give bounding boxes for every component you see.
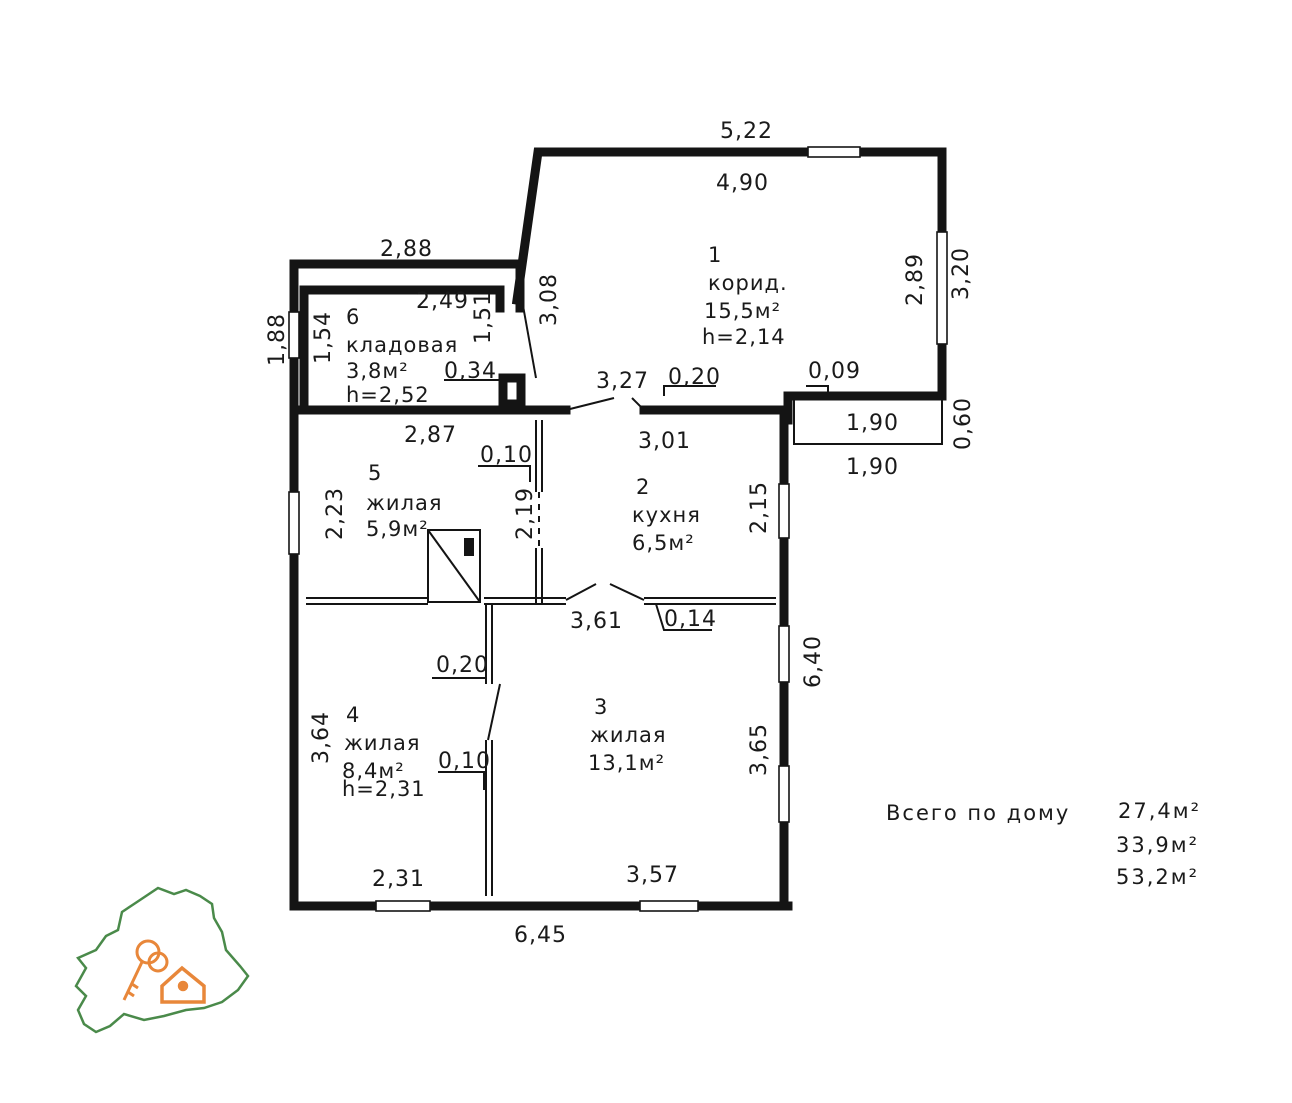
storage-stub xyxy=(498,373,526,409)
room-4-label: 4 жилая 8,4м² h=2,31 xyxy=(342,703,426,801)
door-kitchen-room3-a xyxy=(565,583,597,601)
totals-value-3: 53,2м² xyxy=(1116,865,1199,889)
dim-4-90: 4,90 xyxy=(716,171,769,196)
dim-2-89: 2,89 xyxy=(903,253,928,306)
window-corridor-right xyxy=(936,231,948,345)
room-5-name: жилая xyxy=(366,491,443,515)
window-room3-right-a xyxy=(778,625,790,683)
room-4-name: жилая xyxy=(344,731,421,755)
dim-0-10a: 0,10 xyxy=(480,443,533,468)
porch-outline xyxy=(793,400,943,445)
corridor-outer-wall xyxy=(511,147,947,401)
room-6-height: h=2,52 xyxy=(346,383,430,407)
dim-3-65: 3,65 xyxy=(747,723,772,776)
dim-0-20a: 0,20 xyxy=(668,365,721,390)
room-2-label: 2 кухня 6,5м² xyxy=(632,475,701,555)
stove-diagonal xyxy=(427,529,481,603)
dim-0-14: 0,14 xyxy=(664,607,717,632)
totals-block: Всего по дому 27,4м² 33,9м² 53,2м² xyxy=(886,799,1201,889)
window-room3-right-b xyxy=(778,765,790,823)
room-2-number: 2 xyxy=(636,475,650,499)
totals-value-1: 27,4м² xyxy=(1118,799,1201,823)
room-1-number: 1 xyxy=(708,243,722,267)
room-3-area: 13,1м² xyxy=(588,751,665,775)
dim-2-31: 2,31 xyxy=(372,867,425,892)
dim-1-90a: 1,90 xyxy=(846,411,899,436)
dim-3-27: 3,27 xyxy=(596,369,649,394)
dim-1-54: 1,54 xyxy=(311,311,336,364)
window-kitchen-right xyxy=(778,483,790,539)
room-2-area: 6,5м² xyxy=(632,531,695,555)
room-3-name: жилая xyxy=(590,723,667,747)
room-3-label: 3 жилая 13,1м² xyxy=(588,695,667,775)
belarus-keys-house-logo xyxy=(74,886,250,1034)
dim-3-08: 3,08 xyxy=(537,273,562,326)
leader-0-14 xyxy=(655,603,712,631)
dim-2-49: 2,49 xyxy=(416,289,469,314)
leader-0-10a xyxy=(478,465,531,482)
room-4-area: 8,4м² xyxy=(342,759,405,783)
room-4-number: 4 xyxy=(346,703,360,727)
dim-0-20b: 0,20 xyxy=(436,653,489,678)
dim-3-64: 3,64 xyxy=(309,711,334,764)
window-room5-left xyxy=(288,491,300,555)
windows xyxy=(288,146,948,912)
dim-1-88: 1,88 xyxy=(265,313,290,366)
dim-3-01: 3,01 xyxy=(638,429,691,454)
window-corridor-top xyxy=(807,146,861,158)
dim-3-20: 3,20 xyxy=(949,247,974,300)
dim-0-60: 0,60 xyxy=(951,397,976,450)
leader-0-09 xyxy=(806,385,829,396)
dim-2-23: 2,23 xyxy=(323,487,348,540)
room-3-number: 3 xyxy=(594,695,608,719)
room-1-area: 15,5м² xyxy=(704,299,781,323)
dim-1-51: 1,51 xyxy=(471,291,496,344)
dim-1-90b: 1,90 xyxy=(846,455,899,480)
stove xyxy=(427,529,481,603)
dim-2-87: 2,87 xyxy=(404,423,457,448)
room-1-height: h=2,14 xyxy=(702,325,786,349)
dim-2-19: 2,19 xyxy=(513,487,538,540)
room-1-name: корид. xyxy=(708,271,788,295)
room-2-name: кухня xyxy=(632,503,701,527)
room-5-label: 5 жилая 5,9м² xyxy=(366,461,443,541)
room-6-label: 6 кладовая 3,8м² h=2,52 xyxy=(346,305,458,407)
dim-0-34: 0,34 xyxy=(444,359,497,384)
belarus-outline-icon xyxy=(74,886,250,1034)
window-storage-left xyxy=(288,311,300,359)
dim-3-61: 3,61 xyxy=(570,609,623,634)
door-corridor-kitchen-a xyxy=(565,397,615,411)
leader-lines xyxy=(432,379,829,790)
dim-0-09: 0,09 xyxy=(808,359,861,384)
room-5-area: 5,9м² xyxy=(366,517,429,541)
leader-0-10b xyxy=(438,771,485,790)
dimension-labels: 5,22 4,90 3,20 2,89 3,08 2,88 2,49 1,51 … xyxy=(265,119,976,948)
dim-0-10b: 0,10 xyxy=(438,749,491,774)
dim-2-15: 2,15 xyxy=(747,481,772,534)
window-room4-bottom xyxy=(375,900,431,912)
window-room3-bottom xyxy=(639,900,699,912)
dim-5-22: 5,22 xyxy=(720,119,773,144)
door-kitchen-room3-b xyxy=(609,583,645,601)
leader-0-20a xyxy=(663,385,716,396)
dim-6-45: 6,45 xyxy=(514,923,567,948)
room-6-area: 3,8м² xyxy=(346,359,409,383)
stove-door xyxy=(464,538,474,556)
dim-3-57: 3,57 xyxy=(626,863,679,888)
key-icon xyxy=(122,939,169,1001)
door-corridor-kitchen-b xyxy=(631,397,645,411)
dim-2-88: 2,88 xyxy=(380,237,433,262)
room-1-label: 1 корид. 15,5м² h=2,14 xyxy=(702,243,788,349)
room-5-number: 5 xyxy=(368,461,382,485)
dim-6-40: 6,40 xyxy=(801,635,826,688)
room-6-name: кладовая xyxy=(346,333,458,357)
room-6-number: 6 xyxy=(346,305,360,329)
house-icon xyxy=(160,965,206,1004)
door-storage xyxy=(521,299,537,379)
totals-value-2: 33,9м² xyxy=(1116,833,1199,857)
room-4-height: h=2,31 xyxy=(342,777,426,801)
door-room4 xyxy=(487,683,501,741)
totals-label: Всего по дому xyxy=(886,801,1070,825)
